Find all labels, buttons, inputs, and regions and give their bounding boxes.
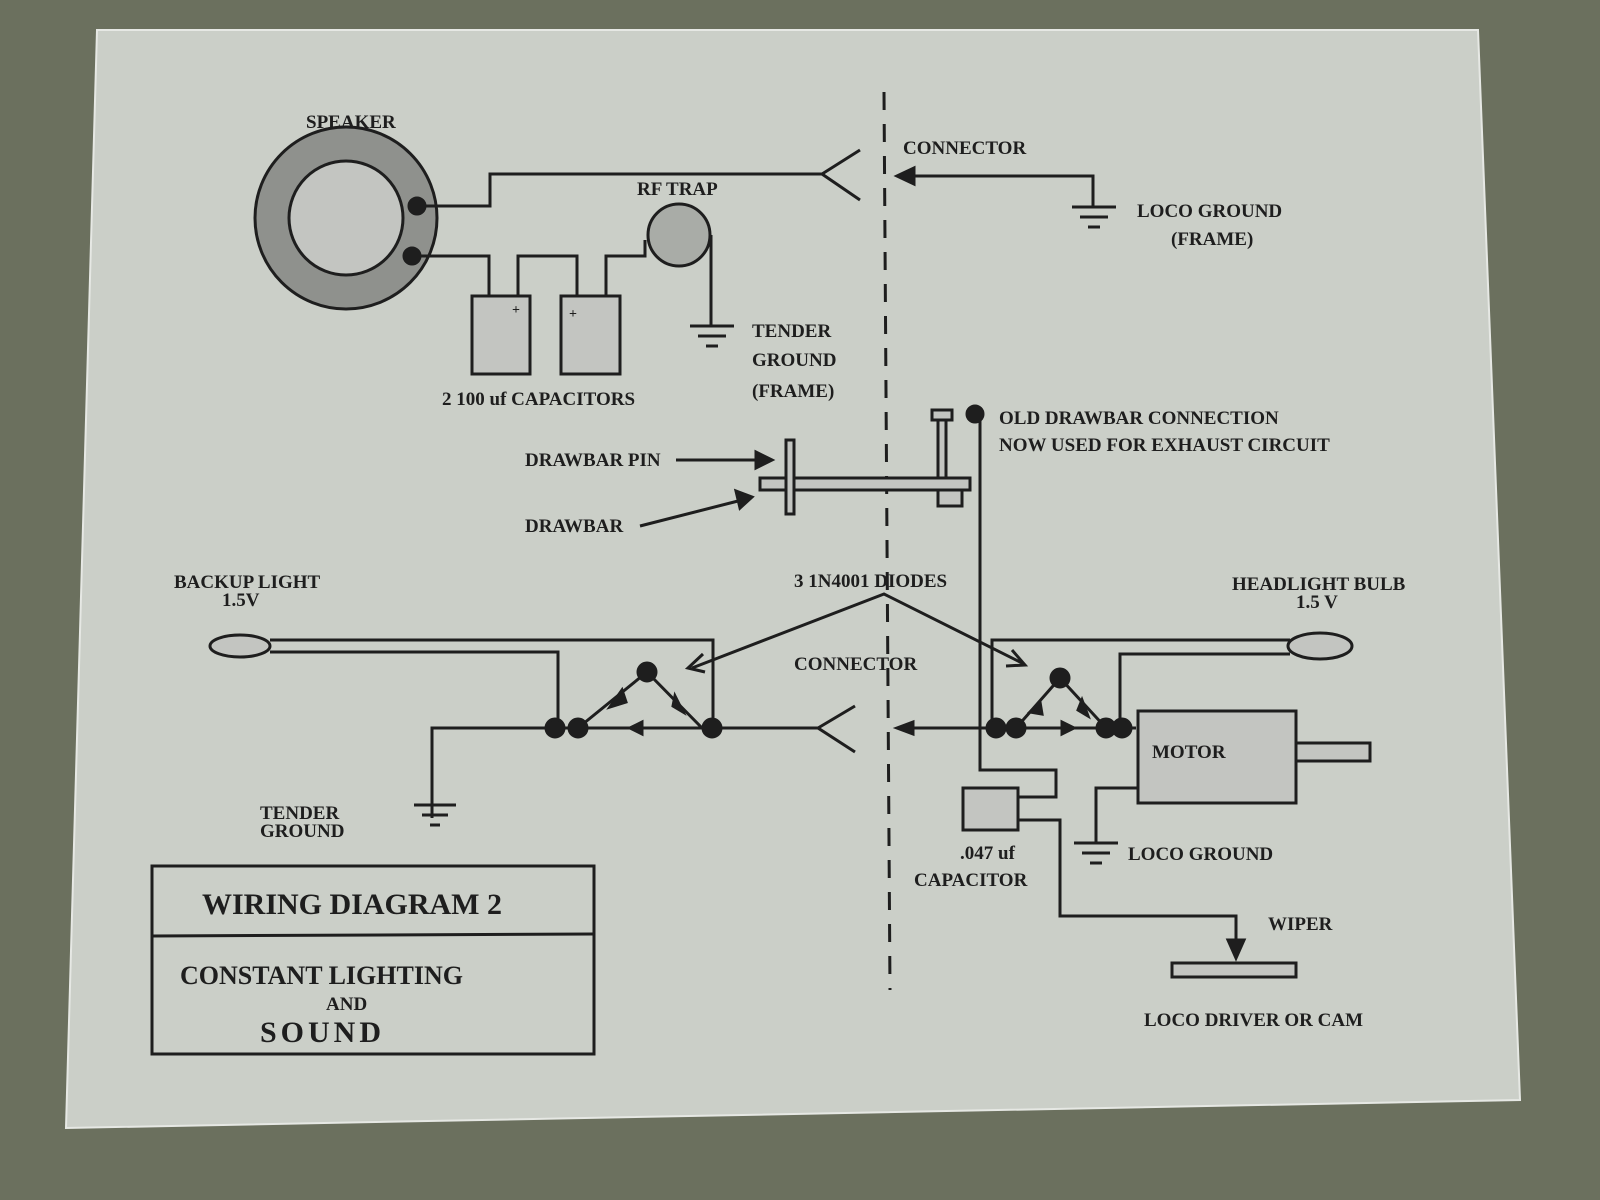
loco-driver-label: LOCO DRIVER OR CAM (1144, 1010, 1363, 1031)
connector-top-label: CONNECTOR (903, 138, 1026, 159)
headlight-label: HEADLIGHT BULB (1232, 574, 1406, 595)
capacitor-1-icon (470, 294, 532, 376)
drawbar-label: DRAWBAR (525, 516, 623, 537)
old-drawbar-label-2: NOW USED FOR EXHAUST CIRCUIT (999, 435, 1330, 456)
cap-plus-2: + (569, 307, 577, 322)
exhaust-wire (978, 414, 1058, 799)
headlight-wire-top (990, 638, 1290, 728)
small-capacitor-label: .047 uf (960, 843, 1016, 864)
headlight-wire-bottom (1118, 652, 1290, 728)
connector-bottom-tender-icon (815, 704, 856, 754)
motor-shaft-icon (1294, 741, 1372, 763)
tender-ground-bottom-icon (414, 803, 456, 827)
backup-light-bulb-icon (208, 633, 272, 659)
diode-bridge-loco-icon (985, 667, 1133, 739)
diode-callout (691, 592, 1025, 670)
rf-trap-icon (646, 202, 712, 268)
capacitors-pair-label: 2 100 uf CAPACITORS (442, 389, 635, 410)
cap-plus-1: + (512, 303, 520, 318)
loco-ground-icon (1074, 841, 1118, 865)
wiper-label: WIPER (1268, 914, 1333, 935)
drawbar-pin-label: DRAWBAR PIN (525, 450, 661, 471)
drawbar-pin-icon (784, 438, 796, 516)
connector-top-icon (819, 148, 861, 202)
backup-light-label: BACKUP LIGHT (174, 572, 321, 593)
tender-ground-label-2: GROUND (260, 821, 344, 842)
backup-wire-bottom (270, 650, 560, 728)
loco-ground-frame-icon (1072, 205, 1116, 229)
wiper-wire (1018, 818, 1238, 945)
speaker-wire-top (420, 172, 825, 208)
drawbar-post-icon (936, 416, 948, 480)
motor-label: MOTOR (1152, 742, 1226, 763)
rf-trap-label: RF TRAP (637, 179, 718, 200)
diagram-subtitle-1: CONSTANT LIGHTING (180, 961, 463, 990)
arrow-down-icon (1225, 938, 1247, 962)
arrow-left-icon (892, 719, 915, 737)
tender-loco-divider (882, 91, 892, 991)
diagram-title: WIRING DIAGRAM 2 (202, 888, 502, 921)
diagram-subtitle-3: SOUND (260, 1016, 385, 1049)
small-capacitor-label-2: CAPACITOR (914, 870, 1028, 891)
tender-ground-frame-label-3: (FRAME) (752, 381, 834, 402)
headlight-bulb-icon (1286, 631, 1354, 661)
tender-ground-frame-label-2: GROUND (752, 350, 836, 371)
backup-wire-top (270, 638, 715, 728)
arrow-right-icon (754, 449, 776, 471)
loco-ground-frame-label: LOCO GROUND (1137, 201, 1282, 222)
motor-ground-wire (1094, 786, 1138, 842)
title-block (150, 864, 596, 1056)
loco-frame-wire (905, 174, 1095, 206)
arrowhead-right-icon (1005, 649, 1029, 668)
connector-bottom-label: CONNECTOR (794, 654, 917, 675)
old-drawbar-label: OLD DRAWBAR CONNECTION (999, 408, 1279, 429)
small-capacitor-icon (961, 786, 1020, 832)
cap-to-rftrap-wire (604, 240, 647, 296)
arrowhead-left-icon (684, 652, 706, 674)
tender-ground-top-icon (690, 324, 734, 348)
speaker-icon (253, 125, 439, 311)
arrow-drawbar (639, 498, 743, 528)
tender-ground-frame-label: TENDER (752, 321, 831, 342)
speaker-wire-bottom (416, 254, 491, 296)
diagram-subtitle-2: AND (326, 994, 367, 1015)
drawbar-post-cap-icon (930, 408, 954, 422)
arrow-left-icon (893, 165, 916, 187)
diode-bridge-tender-icon (544, 661, 723, 739)
loco-ground-label: LOCO GROUND (1128, 844, 1273, 865)
loco-ground-frame-label-2: (FRAME) (1171, 229, 1253, 250)
capacitor-2-icon (559, 294, 622, 376)
motor-icon (1136, 709, 1298, 805)
title-divider (151, 932, 595, 938)
drawbar-icon (758, 476, 972, 492)
cap-link-wire (516, 254, 579, 296)
tender-ground-label: TENDER (260, 803, 339, 824)
paper-sheet (64, 29, 1522, 1130)
speaker-label: SPEAKER (306, 112, 396, 133)
drawbar-post-foot-icon (936, 488, 964, 508)
diodes-label: 3 1N4001 DIODES (794, 571, 947, 592)
loco-driver-icon (1170, 961, 1298, 979)
arrow-right-icon (733, 488, 755, 511)
backup-light-voltage: 1.5V (222, 590, 260, 611)
headlight-voltage: 1.5 V (1296, 592, 1338, 613)
